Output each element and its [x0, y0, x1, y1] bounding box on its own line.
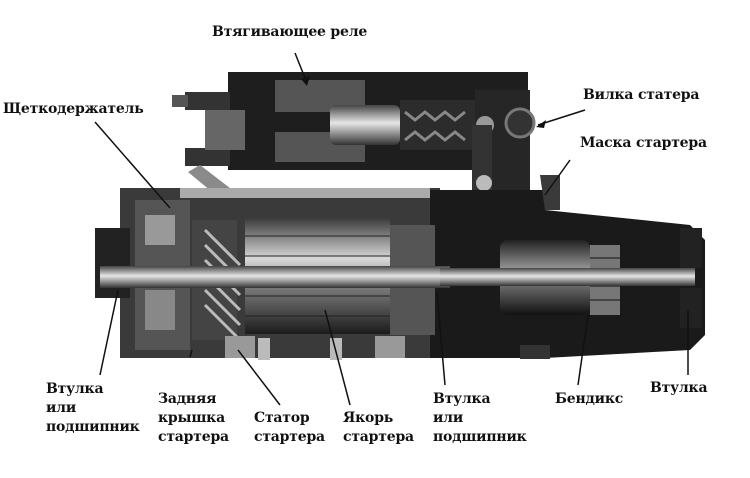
label-rear-cover: Задняя крышка стартера [158, 391, 229, 445]
bendix [440, 228, 702, 328]
label-rear-bushing: Втулка или подшипник [46, 381, 140, 435]
armature [100, 218, 450, 335]
label-nose-bushing: Втулка [650, 380, 708, 396]
label-bendix: Бендикс [555, 391, 624, 407]
label-brush-holder: Щеткодержатель [3, 101, 144, 117]
label-solenoid: Втягивающее реле [212, 24, 368, 40]
stator [225, 336, 405, 360]
label-stator: Статор стартера [254, 410, 325, 445]
label-front-bushing: Втулка или подшипник [433, 391, 527, 445]
label-starter-fork: Вилка статера [583, 87, 700, 103]
leader-lines [94, 52, 689, 406]
label-starter-mask: Маска стартера [580, 135, 707, 151]
label-armature: Якорь стартера [343, 410, 414, 445]
